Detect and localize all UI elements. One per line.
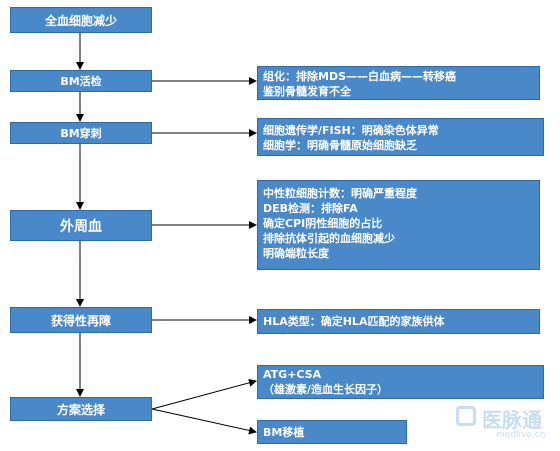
detail-bm-biopsy: 组化：排除MDS——白血病——转移癌 鉴别骨髓发育不全 — [257, 66, 540, 100]
step-label: BM活检 — [60, 75, 102, 88]
detail-treatment-bmt: BM移植 — [257, 420, 407, 444]
step-peripheral-blood: 外周血 — [10, 210, 152, 241]
detail-line: 细胞遗传学/FISH：明确染色体异常 — [263, 124, 439, 137]
detail-line: 排除抗体引起的血细胞减少 — [263, 232, 395, 245]
logo-mark-icon — [456, 406, 476, 426]
detail-treatment-atg: ATG+CSA （雄激素/造血生长因子） — [257, 365, 544, 399]
step-label: 获得性再障 — [50, 313, 111, 328]
arrow-treatment-atg — [151, 378, 257, 410]
detail-line: 确定CPI阴性细胞的占比 — [263, 217, 383, 230]
arrow-treatment-bmt — [151, 408, 257, 435]
detail-line: 细胞学：明确骨髓原始细胞缺乏 — [263, 139, 417, 152]
step-treatment-choice: 方案选择 — [10, 397, 152, 421]
step-pancytopenia: 全血细胞减少 — [10, 7, 152, 33]
step-acquired-aa: 获得性再障 — [10, 307, 152, 333]
detail-acquired-aa: HLA类型：确定HLA匹配的家族供体 — [257, 309, 540, 334]
detail-line: HLA类型：确定HLA匹配的家族供体 — [263, 315, 445, 328]
detail-line: （雄激素/造血生长因子） — [263, 383, 389, 396]
detail-line: 组化：排除MDS——白血病——转移癌 — [263, 70, 456, 83]
detail-line: DEB检测：排除FA — [263, 202, 358, 215]
detail-line: ATG+CSA — [263, 368, 322, 381]
step-label: 方案选择 — [56, 402, 105, 417]
watermark-logo: 医脉通 medlive.cn — [456, 404, 552, 446]
watermark-brand: 医脉通 — [482, 408, 542, 432]
step-label: 全血细胞减少 — [44, 13, 117, 28]
detail-line: 鉴别骨髓发育不全 — [263, 85, 351, 98]
step-label: 外周血 — [60, 218, 102, 235]
detail-line: 中性粒细胞计数：明确严重程度 — [263, 187, 417, 200]
detail-peripheral-blood: 中性粒细胞计数：明确严重程度 DEB检测：排除FA 确定CPI阴性细胞的占比 排… — [257, 180, 540, 270]
detail-line: BM移植 — [263, 425, 305, 439]
watermark-url: medlive.cn — [496, 430, 546, 440]
detail-bm-aspiration: 细胞遗传学/FISH：明确染色体异常 细胞学：明确骨髓原始细胞缺乏 — [257, 118, 544, 156]
detail-line: 明确端粒长度 — [263, 247, 329, 260]
step-bm-aspiration: BM穿刺 — [10, 122, 152, 144]
step-label: BM穿刺 — [60, 127, 102, 140]
step-bm-biopsy: BM活检 — [10, 70, 152, 92]
